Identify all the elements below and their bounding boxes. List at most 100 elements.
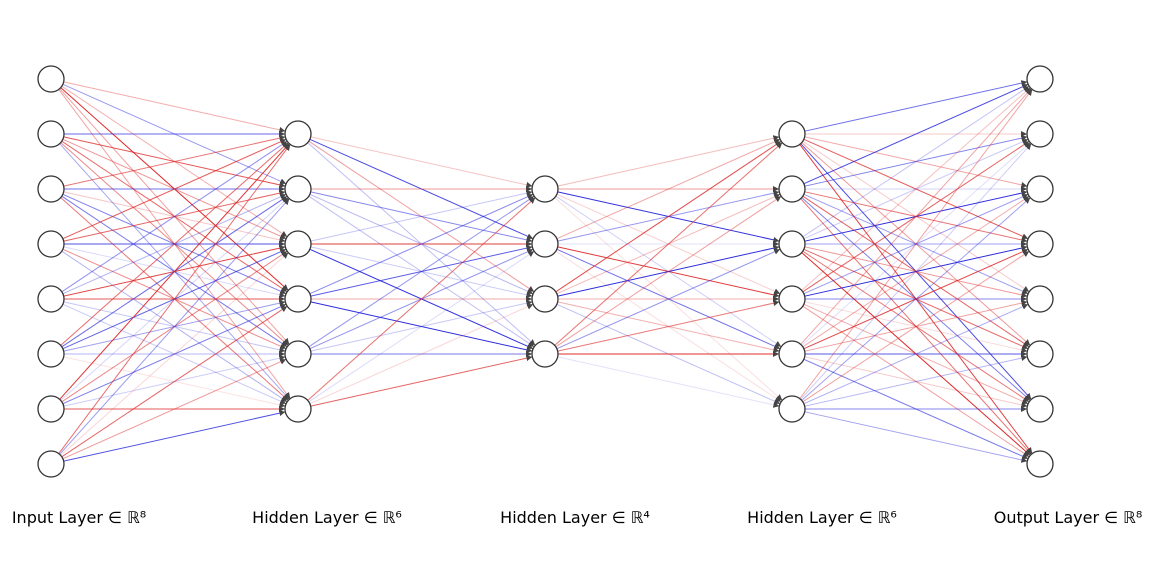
edge-l1-3-to-l2-0 [309,193,534,295]
neuron-layer-3-0 [778,120,806,148]
edge-l0-4-to-l1-0 [61,140,288,293]
edge-l3-2-to-l4-6 [802,250,1030,403]
edge-l0-6-to-l1-3 [62,303,287,405]
neuron-layer-0-4 [37,285,65,313]
edge-l2-3-to-l3-5 [557,356,780,408]
edge-l0-7-to-l1-0 [58,144,291,454]
edge-l3-3-to-l4-5 [804,301,1028,353]
neuron-layer-3-4 [778,340,806,368]
neuron-layer-0-7 [37,450,65,478]
edge-l0-3-to-l1-0 [62,138,287,240]
neuron-layer-4-2 [1026,175,1054,203]
edge-l1-5-to-l2-2 [309,303,534,405]
edge-l0-7-to-l1-4 [62,358,287,460]
edge-l1-4-to-l2-0 [308,195,535,348]
edge-l3-4-to-l4-6 [804,356,1028,408]
edge-l2-0-to-l3-0 [557,135,780,187]
edge-l0-7-to-l1-1 [59,198,290,455]
neuron-layer-0-1 [37,120,65,148]
edge-l3-0-to-l4-3 [803,138,1029,240]
edge-l1-2-to-l2-0 [310,190,533,242]
neuron-layer-3-5 [778,395,806,423]
edge-l0-6-to-l1-0 [59,143,290,400]
edge-l3-4-to-l4-1 [801,142,1031,346]
edge-l1-5-to-l2-3 [310,355,533,407]
neuron-layer-0-0 [37,65,65,93]
neuron-layer-2-1 [531,230,559,258]
edge-l2-3-to-l3-0 [554,142,783,346]
neuron-layer-3-1 [778,175,806,203]
edge-l3-2-to-l4-1 [803,138,1029,240]
neuron-layer-3-2 [778,230,806,258]
edge-l3-5-to-l4-3 [802,250,1030,403]
edge-l3-1-to-l4-4 [803,193,1029,295]
edge-l3-3-to-l4-0 [801,87,1031,291]
edge-l3-3-to-l4-3 [804,245,1028,297]
neuron-layer-1-3 [284,285,312,313]
neuron-layer-2-0 [531,175,559,203]
label-input-layer: Input Layer ∈ ℝ⁸ [11,508,147,527]
label-output-layer: Output Layer ∈ ℝ⁸ [993,508,1143,527]
edge-l1-3-to-l2-3 [310,301,533,353]
edge-l3-4-to-l4-2 [802,195,1030,348]
edge-l3-2-to-l4-0 [802,85,1030,238]
edge-l2-3-to-l3-1 [555,195,782,348]
edge-l1-3-to-l2-1 [310,245,533,297]
edge-l3-5-to-l4-1 [800,143,1032,400]
edge-l3-3-to-l4-1 [802,140,1030,293]
neuron-layer-4-0 [1026,65,1054,93]
label-hidden-layer-2: Hidden Layer ∈ ℝ⁴ [500,508,650,527]
neuron-layer-4-1 [1026,120,1054,148]
edge-l3-1-to-l4-1 [804,135,1028,187]
edge-l1-5-to-l2-0 [307,197,536,401]
edge-l3-0-to-l4-5 [801,142,1031,346]
edge-l2-3-to-l3-3 [557,300,780,352]
edge-l3-5-to-l4-2 [801,197,1031,401]
edge-l3-3-to-l4-7 [802,305,1030,458]
edge-l3-5-to-l4-4 [803,303,1029,405]
neuron-layer-1-0 [284,120,312,148]
neuron-layer-2-2 [531,285,559,313]
edge-l0-7-to-l1-5 [63,410,286,462]
edge-l3-5-to-l4-0 [799,89,1033,399]
neurons [37,65,1054,478]
edge-l3-4-to-l4-4 [804,300,1028,352]
edge-l3-3-to-l4-2 [803,193,1029,295]
edge-l0-5-to-l1-0 [60,142,289,346]
neuron-layer-4-5 [1026,340,1054,368]
neuron-layer-3-3 [778,285,806,313]
connections [58,80,1033,463]
edge-l3-4-to-l4-3 [803,248,1029,350]
edge-l0-7-to-l1-2 [60,252,289,456]
edge-l0-7-to-l1-3 [61,305,288,458]
neuron-layer-1-1 [284,175,312,203]
label-hidden-layer-1: Hidden Layer ∈ ℝ⁶ [252,508,402,527]
edge-l3-0-to-l4-0 [804,80,1028,132]
edge-l2-2-to-l3-0 [555,140,782,293]
edge-l1-0-to-l2-1 [309,138,534,240]
edge-l0-6-to-l1-2 [61,250,288,403]
neuron-layer-4-4 [1026,285,1054,313]
neuron-layer-0-6 [37,395,65,423]
neuron-layer-4-7 [1026,450,1054,478]
neuron-layer-4-6 [1026,395,1054,423]
edge-l3-4-to-l4-0 [800,88,1032,345]
neuron-layer-1-4 [284,340,312,368]
edge-l2-2-to-l3-2 [557,245,780,297]
edge-l3-5-to-l4-7 [804,411,1028,463]
neuron-layer-0-3 [37,230,65,258]
edge-l0-0-to-l1-0 [63,81,286,133]
edge-l1-0-to-l2-0 [310,136,533,188]
neuron-layer-1-5 [284,395,312,423]
edge-l2-3-to-l3-2 [556,248,781,350]
edge-l3-5-to-l4-5 [804,355,1028,407]
edge-l0-2-to-l1-0 [63,135,286,187]
edge-l1-4-to-l2-2 [310,300,533,352]
label-hidden-layer-3: Hidden Layer ∈ ℝ⁶ [747,508,897,527]
edge-l1-5-to-l2-1 [308,250,535,403]
neuron-layer-0-2 [37,175,65,203]
neuron-layer-2-3 [531,340,559,368]
neuron-layer-1-2 [284,230,312,258]
neuron-layer-4-3 [1026,230,1054,258]
